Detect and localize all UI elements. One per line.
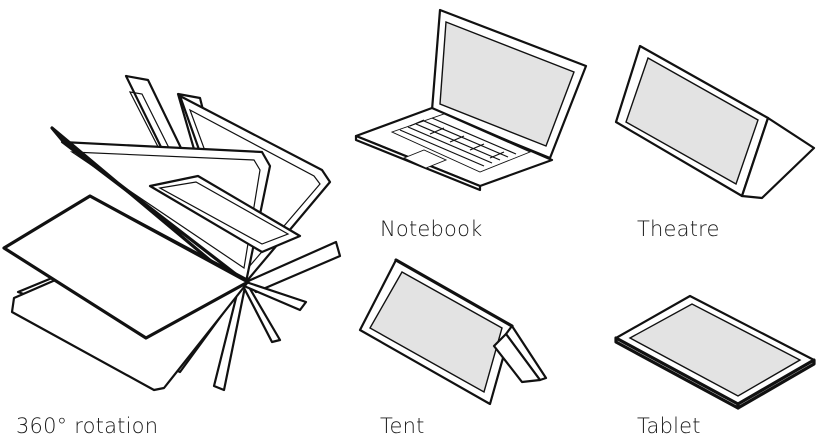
- laptop-tablet-mode-icon: [612, 290, 817, 410]
- caption-tablet: Tablet: [637, 414, 701, 438]
- rotation-illustration: [0, 70, 345, 400]
- caption-360-rotation: 360° rotation: [16, 414, 158, 438]
- caption-tent: Tent: [380, 414, 425, 438]
- caption-theatre: Theatre: [637, 217, 720, 241]
- laptop-tent-mode-icon: [355, 252, 555, 412]
- theatre-illustration: [610, 40, 819, 200]
- laptop-theatre-mode-icon: [610, 40, 819, 200]
- laptop-360-rotation-icon: [0, 70, 345, 400]
- tablet-illustration: [612, 290, 817, 410]
- tent-illustration: [355, 252, 555, 412]
- laptop-notebook-mode-icon: [350, 4, 590, 194]
- caption-notebook: Notebook: [380, 217, 483, 241]
- notebook-illustration: [350, 4, 590, 194]
